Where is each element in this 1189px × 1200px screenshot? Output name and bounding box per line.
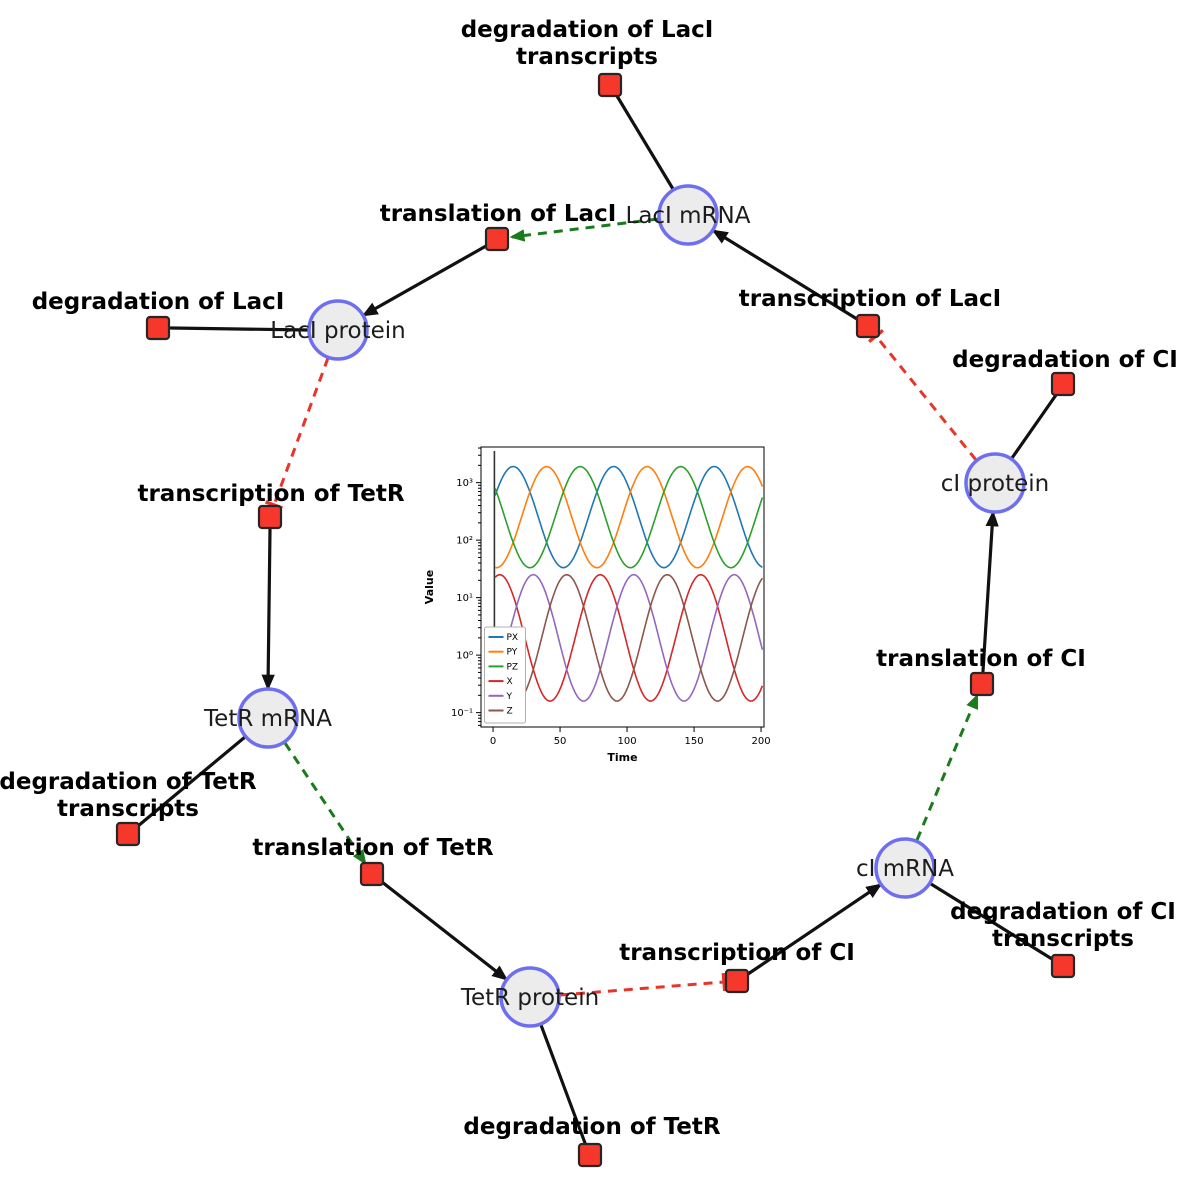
species-node-ci-mrna[interactable] xyxy=(874,837,936,899)
degradation-of-tetr-transcripts-label: degradation of TetR xyxy=(0,769,257,795)
edge-tetr-mrna-to-translation-of-tetr[interactable] xyxy=(283,742,367,866)
reaction-node-transcription-of-tetr[interactable] xyxy=(257,504,283,530)
edge-laci-mrna-to-translation-of-laci[interactable] xyxy=(509,217,659,242)
y-tick-label-0: 10⁻¹ xyxy=(451,708,473,719)
degradation-of-laci-transcripts-label: degradation of LacI xyxy=(461,17,714,43)
transcription-of-laci-label: transcription of LacI xyxy=(739,286,1002,312)
reaction-node-transcription-of-ci[interactable] xyxy=(724,968,750,994)
edge-transcription-of-ci-to-ci-mrna[interactable] xyxy=(746,883,883,976)
series-line-Z xyxy=(494,573,764,702)
series-line-PY xyxy=(495,465,764,569)
edge-laci-protein-to-degradation-of-laci[interactable] xyxy=(169,326,310,332)
x-tick-label-3: 150 xyxy=(685,736,704,747)
translation-of-tetr-label: translation of TetR xyxy=(252,835,493,861)
species-node-ci-protein[interactable] xyxy=(964,452,1026,514)
x-axis-label: Time xyxy=(607,751,637,764)
plot-spines xyxy=(480,446,765,728)
reaction-node-degradation-of-tetr-transcripts[interactable] xyxy=(115,821,141,847)
edge-translation-of-tetr-to-tetr-protein[interactable] xyxy=(380,880,509,981)
degradation-of-laci-transcripts-label: transcripts xyxy=(516,44,658,70)
transcription-of-ci-label: transcription of CI xyxy=(619,940,855,966)
edge-ci-mrna-to-translation-of-ci[interactable] xyxy=(915,693,979,841)
nodes-layer xyxy=(115,72,1076,1168)
x-tick-label-0: 0 xyxy=(490,736,496,747)
reaction-node-degradation-of-laci[interactable] xyxy=(145,315,171,341)
legend-item-PZ: PZ xyxy=(507,662,519,672)
edges-layer xyxy=(136,94,1058,1145)
laci-protein-label: LacI protein xyxy=(270,318,405,344)
legend-item-Z: Z xyxy=(507,707,513,717)
reaction-node-translation-of-laci[interactable] xyxy=(484,226,510,252)
laci-mrna-label: LacI mRNA xyxy=(626,203,751,229)
edge-transcription-of-tetr-to-tetr-mrna[interactable] xyxy=(261,528,275,691)
edge-ci-mrna-to-degradation-of-ci-transcripts[interactable] xyxy=(929,882,1054,961)
reaction-node-degradation-of-tetr[interactable] xyxy=(577,1142,603,1168)
degradation-of-tetr-transcripts-label: transcripts xyxy=(57,796,199,822)
plot-background xyxy=(481,447,764,727)
degradation-of-ci-transcripts-label: transcripts xyxy=(992,926,1134,952)
x-tick-label-4: 200 xyxy=(752,736,771,747)
edge-tetr-protein-to-degradation-of-tetr[interactable] xyxy=(539,1023,587,1145)
edge-translation-of-ci-to-ci-protein[interactable] xyxy=(981,510,999,673)
legend xyxy=(484,626,526,724)
species-node-tetr-mrna[interactable] xyxy=(237,687,299,749)
y-tick-label-2: 10¹ xyxy=(456,593,473,604)
legend-item-PX: PX xyxy=(507,633,519,643)
edge-tetr-protein-inhibits-transcription-of-ci[interactable] xyxy=(559,972,727,997)
y-tick-label-3: 10² xyxy=(456,536,473,547)
species-node-tetr-protein[interactable] xyxy=(499,966,561,1028)
x-tick-label-2: 100 xyxy=(618,736,637,747)
y-tick-label-1: 10⁰ xyxy=(456,651,473,662)
edge-translation-of-laci-to-laci-protein[interactable] xyxy=(361,244,488,317)
series-line-PX xyxy=(494,465,763,569)
reaction-node-degradation-of-ci[interactable] xyxy=(1050,371,1076,397)
legend-item-Y: Y xyxy=(506,692,513,702)
transcription-of-tetr-label: transcription of TetR xyxy=(137,481,404,507)
x-tick-label-1: 50 xyxy=(554,736,567,747)
legend-item-PY: PY xyxy=(507,648,518,658)
degradation-of-ci-label: degradation of CI xyxy=(952,347,1178,373)
reaction-node-transcription-of-laci[interactable] xyxy=(855,313,881,339)
series-line-Y xyxy=(494,573,764,702)
ci-mrna-label: cI mRNA xyxy=(856,856,954,882)
species-node-laci-mrna[interactable] xyxy=(657,184,719,246)
degradation-of-laci-label: degradation of LacI xyxy=(32,289,285,315)
edge-ci-protein-to-degradation-of-ci[interactable] xyxy=(1010,393,1058,460)
degradation-of-tetr-label: degradation of TetR xyxy=(463,1114,720,1140)
translation-of-ci-label: translation of CI xyxy=(876,646,1086,672)
legend-item-X: X xyxy=(507,677,513,687)
ci-protein-label: cI protein xyxy=(941,471,1050,497)
reaction-node-translation-of-ci[interactable] xyxy=(969,671,995,697)
species-node-laci-protein[interactable] xyxy=(307,299,369,361)
edge-tetr-mrna-to-degradation-of-tetr-transcripts[interactable] xyxy=(136,735,247,828)
edge-transcription-of-laci-to-laci-mrna[interactable] xyxy=(711,229,859,321)
translation-of-laci-label: translation of LacI xyxy=(380,201,617,227)
edge-ci-protein-inhibits-transcription-of-laci[interactable] xyxy=(867,329,978,461)
degradation-of-ci-transcripts-label: degradation of CI xyxy=(950,899,1176,925)
tetr-protein-label: TetR protein xyxy=(460,985,599,1011)
tetr-mrna-label: TetR mRNA xyxy=(203,706,332,732)
reaction-node-translation-of-tetr[interactable] xyxy=(359,861,385,887)
reaction-node-degradation-of-laci-transcripts[interactable] xyxy=(597,72,623,98)
edge-laci-mrna-to-degradation-of-laci-transcripts[interactable] xyxy=(615,94,675,191)
y-tick-label-4: 10³ xyxy=(456,478,473,489)
edge-laci-protein-inhibits-transcription-of-tetr[interactable] xyxy=(264,357,330,510)
series-line-PZ xyxy=(494,465,764,569)
reaction-node-degradation-of-ci-transcripts[interactable] xyxy=(1050,953,1076,979)
y-axis-label: Value xyxy=(423,570,436,604)
